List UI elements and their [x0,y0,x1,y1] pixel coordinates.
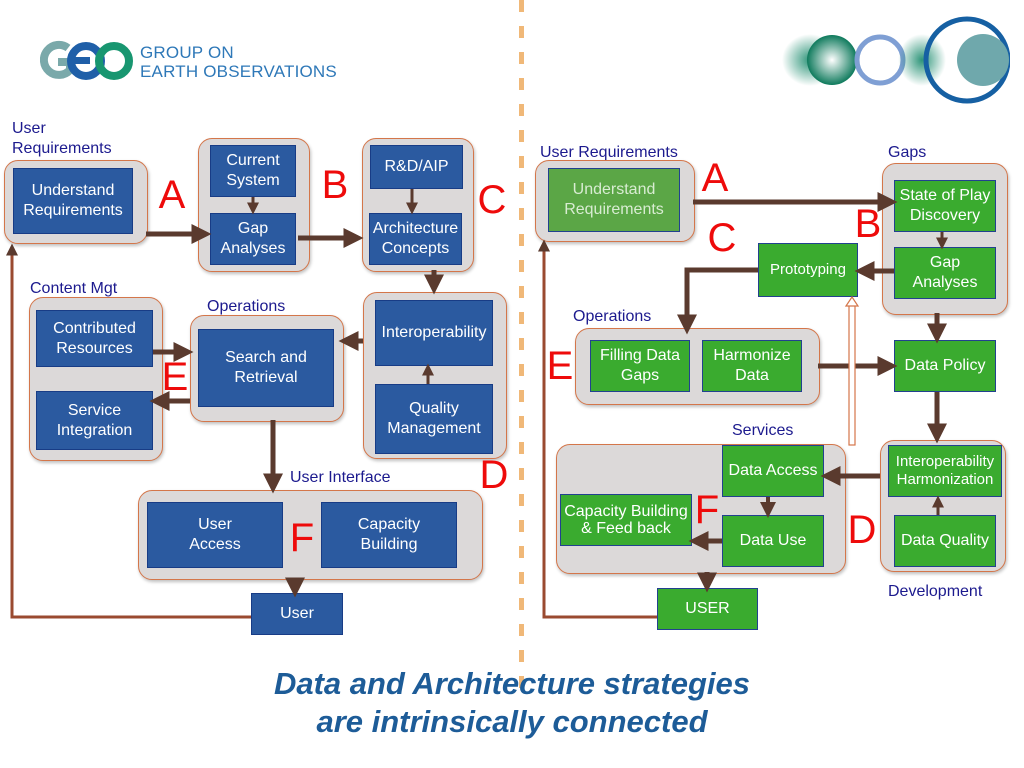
left-search-retrieval-box[interactable]: Search and Retrieval [198,329,334,407]
right-gap-analyses-box[interactable]: Gap Analyses [894,247,996,299]
right-data-quality-box[interactable]: Data Quality [894,515,996,567]
left-letter-a: A [158,173,186,217]
left-quality-management-box[interactable]: Quality Management [375,384,493,454]
left-architecture-concepts-box[interactable]: Architecture Concepts [369,213,462,265]
right-gaps-label: Gaps [888,144,927,161]
left-operations-label: Operations [207,298,286,315]
slide-title-line1: Data and Architecture strategies [273,666,751,701]
right-letter-c: C [707,216,737,260]
left-current-system-box[interactable]: Current System [210,145,296,197]
arrow-right-proto-to-ops [677,267,758,335]
right-data-policy-box[interactable]: Data Policy [894,340,996,392]
right-capacity-building-box[interactable]: Capacity Building & Feed back [560,494,692,546]
right-operations-label: Operations [573,308,652,325]
left-user-requirements-label: User Requirements [12,120,112,157]
left-contributed-resources-box[interactable]: Contributed Resources [36,310,153,367]
geo-logo [39,38,135,84]
left-user-box[interactable]: User [251,593,343,635]
left-understand-requirements-box[interactable]: Understand Requirements [13,168,133,234]
geo-logo-line1: GROUP ON [140,43,234,62]
left-service-integration-box[interactable]: Service Integration [36,391,153,450]
left-gap-analyses-box[interactable]: Gap Analyses [210,213,296,265]
left-letter-b: B [321,163,349,207]
right-letter-b: B [854,202,882,246]
left-user-access-box[interactable]: User Access [147,502,283,568]
right-understand-requirements-box[interactable]: Understand Requirements [548,168,680,232]
right-letter-e: E [546,344,574,388]
circles-logo [770,8,1011,104]
left-capacity-building-box[interactable]: Capacity Building [321,502,457,568]
right-data-use-box[interactable]: Data Use [722,515,824,567]
right-services-label: Services [732,422,794,439]
right-letter-d: D [847,508,877,552]
geo-logo-line2: EARTH OBSERVATIONS [140,62,337,81]
left-letter-c: C [477,178,507,222]
slide-title-line2: are intrinsically connected [316,704,708,739]
right-user-box[interactable]: USER [657,588,758,630]
right-development-label: Development [888,583,983,600]
circles-logo-mark [782,16,1011,104]
right-prototyping-box[interactable]: Prototyping [758,243,858,297]
right-filling-data-gaps-box[interactable]: Filling Data Gaps [590,340,690,392]
left-letter-d: D [479,453,509,497]
left-rd-aip-box[interactable]: R&D/AIP [370,145,463,189]
right-interoperability-box[interactable]: Interoperability Harmonization [888,445,1002,497]
geo-logo-mark [39,40,133,80]
left-letter-e: E [161,355,189,399]
left-interoperability-box[interactable]: Interoperability [375,300,493,366]
right-letter-a: A [701,156,729,200]
panel-divider [519,0,524,690]
right-data-access-box[interactable]: Data Access [722,445,824,497]
arrow-right-services-to-proto [844,295,860,446]
right-harmonize-data-box[interactable]: Harmonize Data [702,340,802,392]
right-user-requirements-label: User Requirements [540,144,678,161]
left-user-interface-label: User Interface [290,469,391,486]
right-state-of-play-box[interactable]: State of Play Discovery [894,180,996,232]
left-content-mgt-label: Content Mgt [30,280,118,297]
